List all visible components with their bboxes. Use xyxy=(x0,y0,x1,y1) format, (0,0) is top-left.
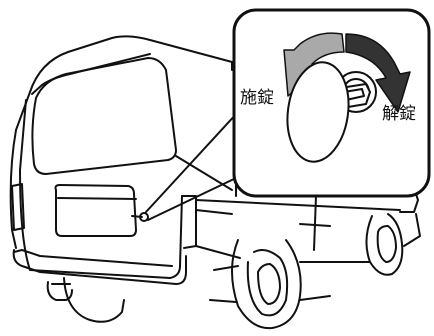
rotate-right-arrow-icon xyxy=(345,33,411,113)
key-icon xyxy=(286,61,371,163)
unlock-label: 解錠 xyxy=(382,104,416,124)
lock-label: 施錠 xyxy=(240,88,274,108)
callout-leader-upper xyxy=(145,111,239,213)
van-rear-icon xyxy=(9,35,421,330)
callout-leader-lower xyxy=(147,177,237,221)
